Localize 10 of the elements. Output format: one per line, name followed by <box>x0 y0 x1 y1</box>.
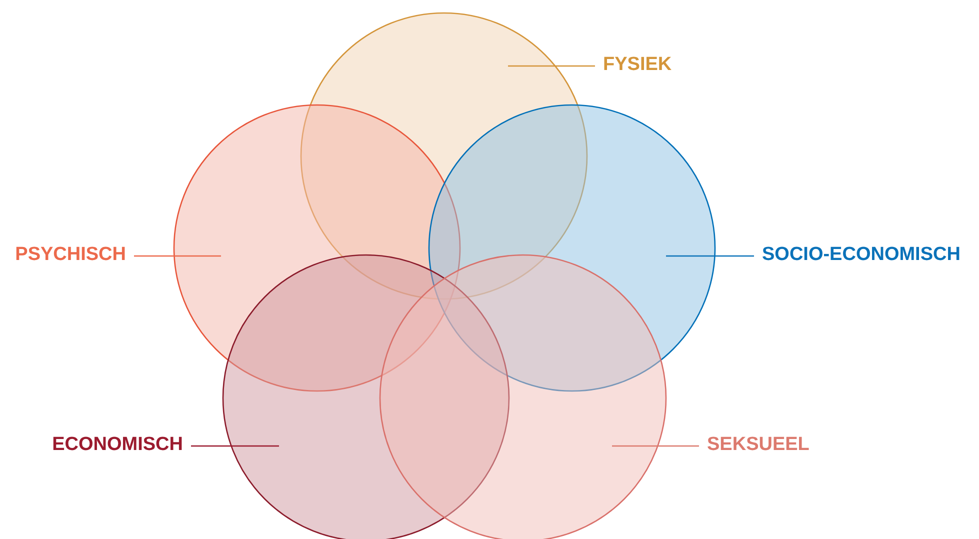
category-label: ECONOMISCH <box>52 434 183 456</box>
leader-line <box>612 445 699 447</box>
category-label: FYSIEK <box>603 54 672 76</box>
leader-line <box>134 255 221 257</box>
leader-line <box>666 255 754 257</box>
category-label: SEKSUEEL <box>707 434 810 456</box>
leader-line <box>191 445 279 447</box>
category-label: PSYCHISCH <box>15 244 126 266</box>
category-label: SOCIO-ECONOMISCH <box>762 244 960 266</box>
leader-line <box>508 65 595 67</box>
